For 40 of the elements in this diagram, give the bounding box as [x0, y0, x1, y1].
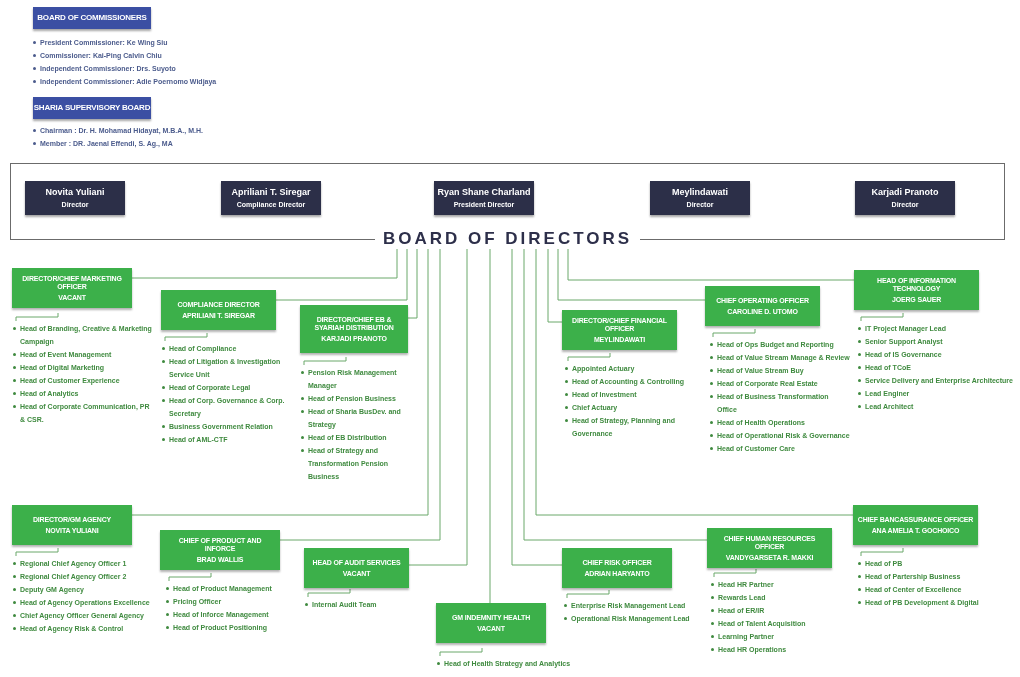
connector-line	[279, 248, 441, 541]
board-heading-box	[33, 7, 151, 29]
board-heading: SHARIA SUPERVISORY BOARD	[33, 103, 151, 113]
connector-line	[557, 248, 706, 301]
connector-line	[131, 248, 429, 516]
director-box	[650, 181, 750, 215]
unit-box	[161, 290, 276, 330]
unit-box	[705, 286, 820, 326]
unit-box	[300, 305, 408, 353]
director-box	[855, 181, 955, 215]
connector-line	[523, 248, 708, 541]
unit-box	[562, 548, 672, 588]
director-name: Karjadi Pranoto	[871, 187, 939, 198]
unit-box	[562, 310, 677, 350]
director-box	[221, 181, 321, 215]
connector-line	[489, 248, 491, 604]
unit-box	[853, 505, 978, 545]
connector-line	[547, 248, 563, 323]
board-heading: BOARD OF COMMISSIONERS	[37, 13, 147, 23]
director-name: Novita Yuliani	[45, 187, 105, 198]
director-box	[25, 181, 125, 215]
unit-box	[304, 548, 409, 588]
unit-box	[12, 505, 132, 545]
connector-line	[567, 248, 855, 281]
connector-line	[535, 248, 854, 516]
connector-line	[407, 248, 418, 319]
unit-box	[436, 603, 546, 643]
connector-line	[275, 248, 408, 301]
connector-line	[511, 248, 563, 566]
connector-line	[131, 248, 398, 279]
connector-line	[408, 248, 468, 566]
director-box	[434, 181, 534, 215]
unit-box	[160, 530, 280, 570]
unit-box	[854, 270, 979, 310]
board-heading-box	[33, 97, 151, 119]
unit-box	[12, 268, 132, 308]
director-name: Apriliani T. Siregar	[231, 187, 311, 198]
unit-box	[707, 528, 832, 568]
director-name: Meylindawati	[672, 187, 728, 198]
director-name: Ryan Shane Charland	[437, 187, 531, 198]
